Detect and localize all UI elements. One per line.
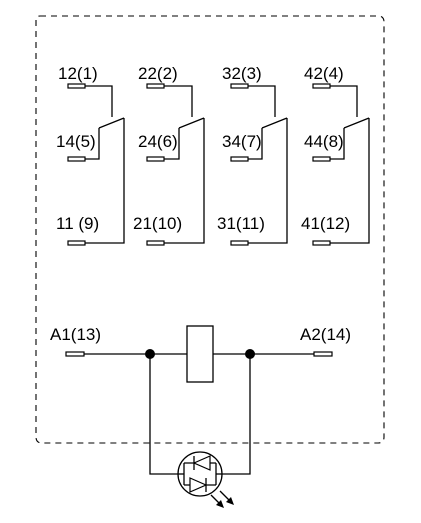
terminal-44 <box>312 156 331 162</box>
nc-wire-3 <box>248 85 276 117</box>
terminal-24 <box>146 156 165 162</box>
terminal-label-42: 42(4) <box>304 64 344 83</box>
diode-bottom-icon <box>189 477 208 493</box>
terminal-label-a2: A2(14) <box>300 325 351 344</box>
coil-circuit: A1(13) A2(14) <box>50 325 351 475</box>
terminal-label-11: 11 (9) <box>56 214 99 233</box>
indicator-wire-right <box>222 354 251 475</box>
terminal-21 <box>146 240 165 246</box>
indicator-wire-left <box>149 354 178 475</box>
terminal-label-21: 21(10) <box>133 214 182 233</box>
no-wire-2 <box>164 128 180 160</box>
terminal-a1 <box>65 351 85 357</box>
terminal-32 <box>230 83 249 89</box>
terminal-31 <box>230 240 249 246</box>
relay-enclosure-border <box>35 15 385 444</box>
led-indicator <box>177 451 234 508</box>
terminal-label-22: 22(2) <box>138 64 178 83</box>
contact-group-4: 42(4) 44(8) 41(12) <box>301 64 370 246</box>
terminal-11 <box>67 240 86 246</box>
terminal-41 <box>312 240 331 246</box>
emission-arrowhead-2 <box>226 497 234 505</box>
terminal-42 <box>312 83 331 89</box>
terminal-label-31: 31(11) <box>217 214 265 233</box>
switch-blade-2 <box>178 117 205 129</box>
terminal-label-14: 14(5) <box>56 132 96 151</box>
terminal-12 <box>67 83 86 89</box>
terminal-14 <box>67 156 86 162</box>
terminal-a2 <box>313 351 333 357</box>
terminal-label-41: 41(12) <box>301 214 350 233</box>
common-wire-3 <box>248 118 288 244</box>
contact-group-3: 32(3) 34(7) 31(11) <box>217 64 288 246</box>
common-wire-4 <box>330 118 370 244</box>
switch-blade-4 <box>343 117 370 129</box>
terminal-label-a1: A1(13) <box>50 325 101 344</box>
terminal-34 <box>230 156 249 162</box>
nc-wire-1 <box>85 85 113 117</box>
nc-wire-2 <box>164 85 193 117</box>
switch-blade-1 <box>98 117 125 129</box>
terminal-label-44: 44(8) <box>304 132 344 151</box>
terminal-label-32: 32(3) <box>222 64 262 83</box>
common-wire-2 <box>164 118 205 244</box>
no-wire-3 <box>248 128 263 160</box>
no-wire-4 <box>330 128 345 160</box>
terminal-22 <box>146 83 165 89</box>
light-emission-arrows-icon <box>210 490 234 508</box>
no-wire-1 <box>85 128 100 160</box>
diode-top-icon <box>192 455 211 471</box>
terminal-label-24: 24(6) <box>138 132 178 151</box>
common-wire-1 <box>85 118 125 244</box>
emission-arrowhead-1 <box>216 500 224 508</box>
nc-wire-4 <box>330 85 358 117</box>
terminal-label-34: 34(7) <box>222 132 262 151</box>
terminal-label-12: 12(1) <box>58 64 98 83</box>
relay-coil <box>186 325 214 383</box>
switch-blade-3 <box>261 117 288 129</box>
contact-group-2: 22(2) 24(6) 21(10) <box>133 64 205 246</box>
contact-group-1: 12(1) 14(5) 11 (9) <box>56 64 125 246</box>
